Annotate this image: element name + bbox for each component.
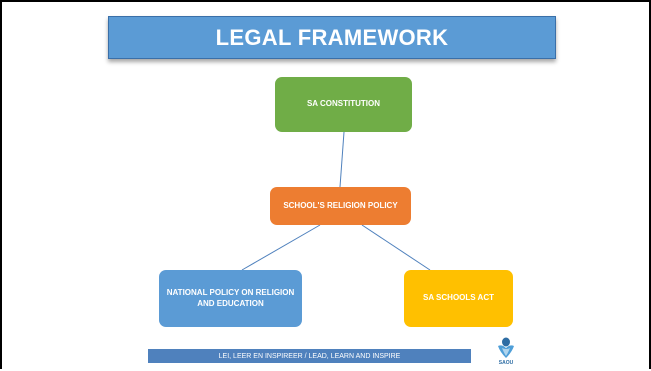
node-label: SA CONSTITUTION (306, 99, 381, 109)
footer-slogan: LEI, LEER EN INSPIREER / LEAD, LEARN AND… (218, 352, 401, 360)
node-school-religion-policy: SCHOOL'S RELIGION POLICY (270, 187, 411, 225)
logo-text: SAOU (498, 360, 514, 366)
saou-logo-icon: SAOU (495, 336, 517, 366)
connector-constitution-policy (339, 131, 345, 188)
node-label: NATIONAL POLICY ON RELIGION AND EDUCATIO… (166, 287, 295, 308)
node-sa-schools-act: SA SCHOOLS ACT (404, 270, 513, 327)
connector-policy-national (241, 224, 321, 271)
page-title: LEGAL FRAMEWORK (215, 24, 449, 50)
node-national-policy: NATIONAL POLICY ON RELIGION AND EDUCATIO… (159, 270, 302, 327)
node-label: SCHOOL'S RELIGION POLICY (283, 200, 398, 210)
node-sa-constitution: SA CONSTITUTION (275, 77, 412, 132)
logo-graphic (498, 337, 514, 358)
title-bar: LEGAL FRAMEWORK (108, 16, 556, 59)
connector-policy-act (361, 224, 431, 271)
footer-slogan-bar: LEI, LEER EN INSPIREER / LEAD, LEARN AND… (148, 349, 471, 363)
node-label: SA SCHOOLS ACT (423, 293, 494, 303)
